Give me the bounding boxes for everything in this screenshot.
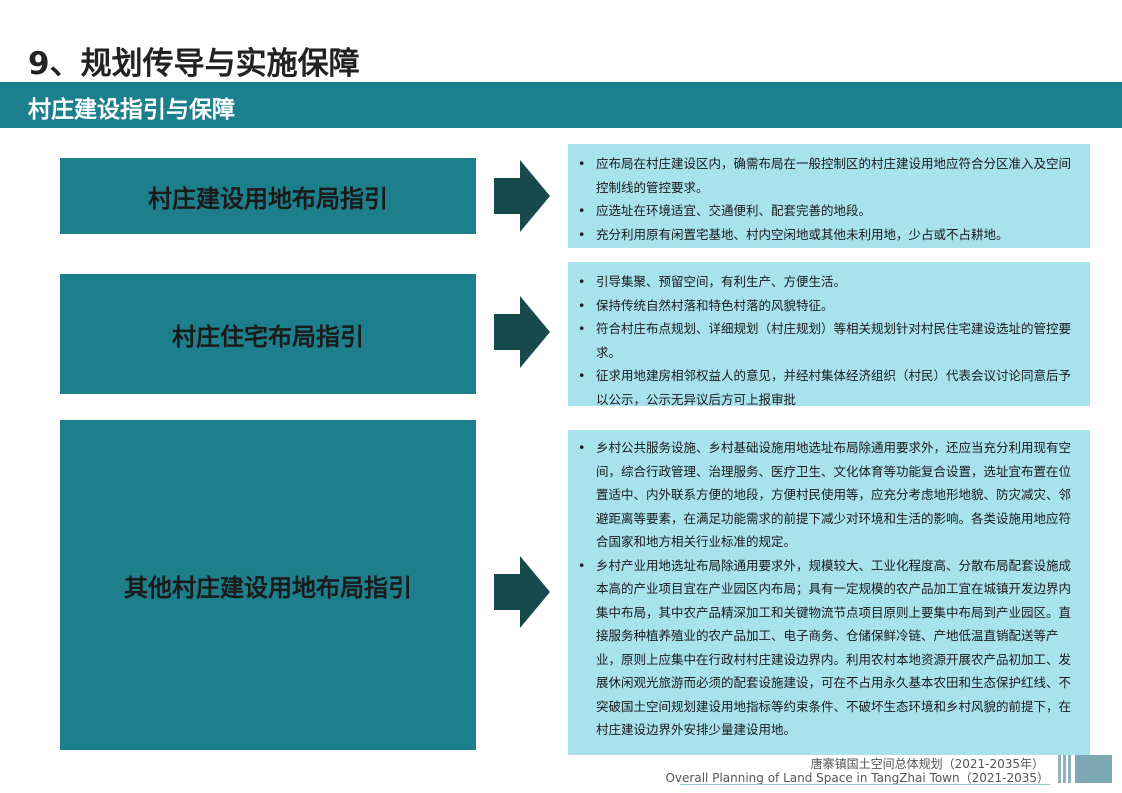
list-item: 征求用地建房相邻权益人的意见，并经村集体经济组织（村民）代表会议讨论同意后予以公… [574, 364, 1076, 411]
guide-title-box-3: 其他村庄建设用地布局指引 [60, 420, 476, 750]
page-title: 9、规划传导与实施保障 [28, 46, 360, 82]
guide-title-box-2: 村庄住宅布局指引 [60, 274, 476, 394]
banner-title: 村庄建设指引与保障 [28, 97, 235, 123]
list-item: 乡村公共服务设施、乡村基础设施用地选址布局除通用要求外，还应当充分利用现有空间，… [574, 436, 1076, 554]
list-item: 应布局在村庄建设区内，确需布局在一般控制区的村庄建设用地应符合分区准入及空间控制… [574, 152, 1076, 199]
list-item: 乡村产业用地选址布局除通用要求外，规模较大、工业化程度高、分散布局配套设施成本高… [574, 554, 1076, 742]
footer-decoration [1063, 755, 1066, 783]
arrow-right-icon [494, 556, 550, 628]
footer-title-cn: 唐寨镇国土空间总体规划（2021-2035年） [810, 757, 1044, 771]
footer-divider [680, 784, 1050, 785]
guide-panel-2: 引导集聚、预留空间，有利生产、方便生活。 保持传统自然村落和特色村落的风貌特征。… [568, 262, 1090, 407]
footer-decoration [1058, 755, 1061, 783]
guide-panel-1: 应布局在村庄建设区内，确需布局在一般控制区的村庄建设用地应符合分区准入及空间控制… [568, 144, 1090, 248]
list-item: 保持传统自然村落和特色村落的风貌特征。 [574, 294, 1076, 318]
footer-decoration [1068, 755, 1071, 783]
list-item: 引导集聚、预留空间，有利生产、方便生活。 [574, 270, 1076, 294]
section-banner: 村庄建设指引与保障 [0, 82, 1122, 128]
list-item: 充分利用原有闲置宅基地、村内空闲地或其他未利用地，少占或不占耕地。 [574, 223, 1076, 247]
footer-decoration-box [1075, 755, 1112, 783]
arrow-right-icon [494, 296, 550, 368]
guide-panel-3: 乡村公共服务设施、乡村基础设施用地选址布局除通用要求外，还应当充分利用现有空间，… [568, 430, 1090, 755]
guide-title-box-1: 村庄建设用地布局指引 [60, 158, 476, 234]
footer-title-en: Overall Planning of Land Space in TangZh… [665, 771, 1049, 785]
arrow-right-icon [494, 160, 550, 232]
list-item: 应选址在环境适宜、交通便利、配套完善的地段。 [574, 199, 1076, 223]
list-item: 符合村庄布点规划、详细规划（村庄规划）等相关规划针对村民住宅建设选址的管控要求。 [574, 317, 1076, 364]
